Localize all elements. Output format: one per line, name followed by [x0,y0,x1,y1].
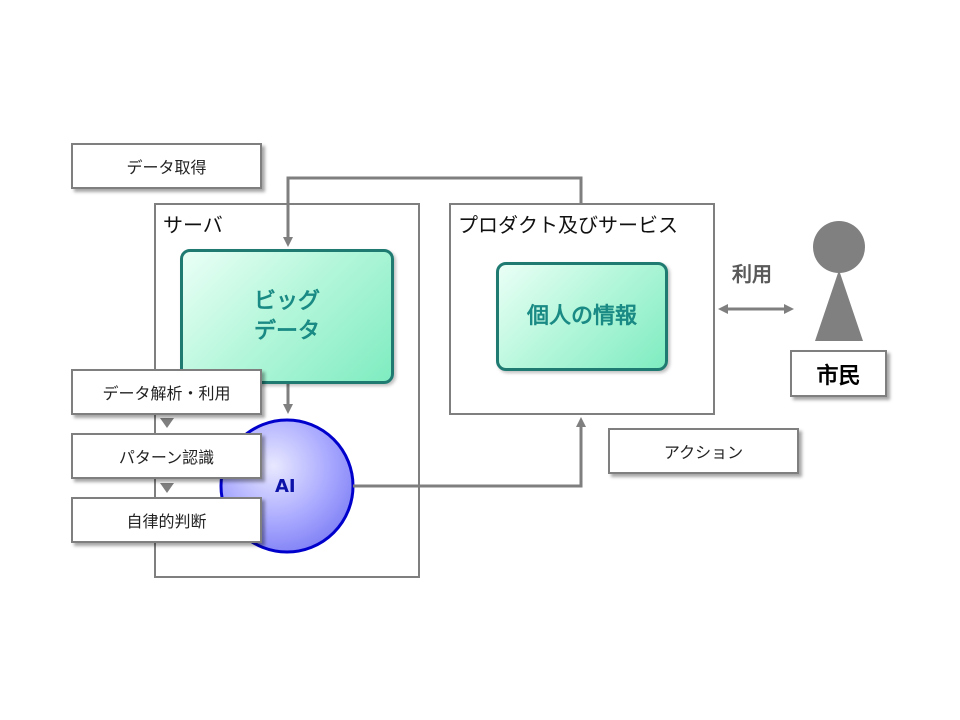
step-arrow-1 [160,418,174,428]
data-acquisition-arrow [283,176,583,247]
citizen-box: 市民 [790,350,887,397]
big-data-box: ビッグ データ [180,249,394,384]
person-icon [813,221,865,341]
data-acquisition-label: データ取得 [71,143,262,189]
big-data-line1: ビッグ [253,288,320,314]
action-label: アクション [608,428,799,474]
ai-to-products-arrow [353,417,586,488]
usage-label: 利用 [732,262,772,286]
products-title: プロダクト及びサービス [458,213,678,237]
pattern-recognition-label: パターン認識 [71,433,262,479]
personal-info-box: 個人の情報 [496,262,668,371]
autonomous-judgment-label: 自律的判断 [71,497,262,543]
data-analysis-label: データ解析・利用 [71,369,262,415]
server-title: サーバ [163,213,223,237]
ai-label: AI [275,476,296,497]
big-data-line2: データ [253,318,320,344]
personal-info-label: 個人の情報 [526,303,637,329]
step-arrow-2 [160,483,174,493]
